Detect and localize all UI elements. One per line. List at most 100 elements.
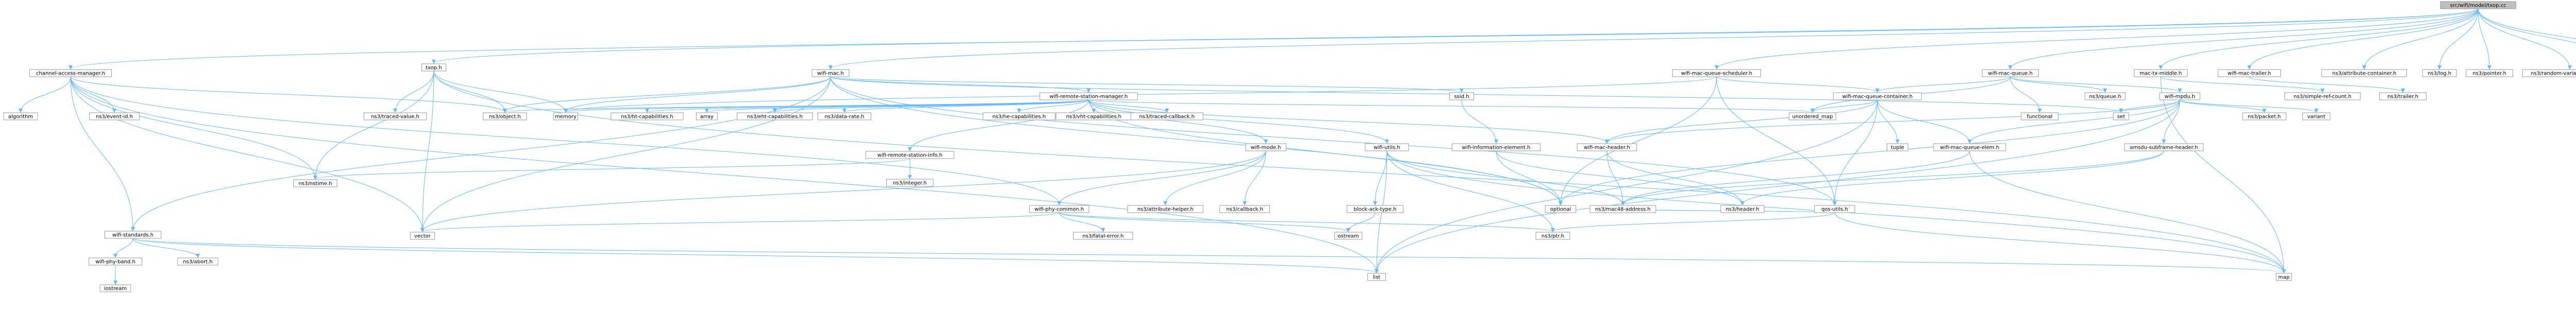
node-optional[interactable]: optional (1545, 205, 1577, 213)
node-log[interactable]: ns3/log.h (2422, 69, 2457, 77)
node-tcb[interactable]: ns3/traced-callback.h (1130, 112, 1204, 120)
node-box (1073, 232, 1133, 240)
node-trailer[interactable]: ns3/trailer.h (2379, 92, 2427, 100)
node-packet[interactable]: ns3/packet.h (2242, 112, 2286, 120)
edge-wmac-to-ssid (830, 76, 1464, 93)
edge-wrsm-to-wutils (1088, 99, 1389, 144)
node-label: ssid.h (1454, 94, 1469, 100)
edge-cam-to-wphyc (70, 76, 1061, 205)
node-tuple[interactable]: tuple (1887, 143, 1908, 151)
node-label: txop.h (426, 65, 442, 71)
edge-wmode-to-vector (420, 150, 1266, 232)
node-vhtcap[interactable]: ns3/vht-capabilities.h (1056, 112, 1132, 120)
node-memory[interactable]: memory (553, 112, 579, 120)
node-nsinteger[interactable]: ns3/integer.h (886, 179, 934, 187)
node-variant[interactable]: variant (2302, 112, 2331, 120)
edge-root-to-wmac (828, 8, 2479, 69)
node-wrsi[interactable]: wifi-remote-station-info.h (865, 151, 955, 159)
node-label: ns3/object.h (489, 114, 521, 120)
node-set[interactable]: set (2113, 112, 2129, 120)
node-wmqc[interactable]: wifi-mac-queue-container.h (1833, 92, 1922, 100)
edge-wphyc-to-ostream (1059, 212, 1350, 232)
node-src[interactable]: ns3/simple-ref-count.h (2284, 92, 2361, 100)
node-iostream[interactable]: iostream (99, 284, 131, 292)
node-evid[interactable]: ns3/event-id.h (89, 112, 140, 120)
node-box (1029, 205, 1090, 213)
node-tracedval[interactable]: ns3/traced-value.h (363, 112, 427, 120)
node-fatal[interactable]: ns3/fatal-error.h (1073, 232, 1133, 240)
edge-txoph-to-map (433, 71, 2286, 273)
node-nsptr[interactable]: ns3/ptr.h (1535, 232, 1570, 240)
node-wstd[interactable]: wifi-standards.h (104, 231, 162, 239)
edge-root-to-rvs (2478, 8, 2572, 69)
node-box (1981, 69, 2039, 77)
node-nsabort[interactable]: ns3/abort.h (177, 257, 218, 266)
node-hecap[interactable]: ns3/he-capabilities.h (982, 112, 1056, 120)
node-box (89, 257, 142, 266)
node-box (737, 112, 813, 120)
node-algo[interactable]: algorithm (3, 112, 38, 120)
node-label: wifi-mac-trailer.h (2228, 71, 2271, 77)
node-box (1367, 273, 1386, 281)
node-wie[interactable]: wifi-information-element.h (1451, 143, 1541, 151)
node-callback[interactable]: ns3/callback.h (1219, 205, 1270, 213)
node-object[interactable]: ns3/object.h (483, 112, 527, 120)
node-wpb[interactable]: wifi-phy-band.h (89, 257, 142, 266)
node-bat[interactable]: block-ack-type.h (1346, 205, 1404, 213)
node-datarate[interactable]: ns3/data-rate.h (818, 112, 871, 120)
node-rvs[interactable]: ns3/random-variable-stream.h (2522, 69, 2576, 77)
node-wmqe[interactable]: wifi-mac-queue-elem.h (1933, 143, 2006, 151)
node-mtxm[interactable]: mac-tx-middle.h (2134, 69, 2188, 77)
node-wmpdu[interactable]: wifi-mpdu.h (2159, 92, 2200, 100)
node-ptr[interactable]: ns3/pointer.h (2466, 69, 2513, 77)
node-box (99, 284, 131, 292)
node-wrsm[interactable]: wifi-remote-station-manager.h (1039, 92, 1138, 100)
node-label: tuple (1891, 145, 1904, 151)
node-ehtcap[interactable]: ns3/eht-capabilities.h (737, 112, 813, 120)
node-ssid[interactable]: ssid.h (1449, 92, 1475, 100)
node-box (1833, 92, 1922, 100)
node-wphyc[interactable]: wifi-phy-common.h (1029, 205, 1090, 213)
node-wmh[interactable]: wifi-mac-header.h (1577, 143, 1637, 151)
node-wutils[interactable]: wifi-utils.h (1365, 143, 1409, 151)
node-attrhelper[interactable]: ns3/attribute-helper.h (1127, 205, 1204, 213)
node-box (1451, 143, 1541, 151)
node-umap[interactable]: unordered_map (1789, 112, 1836, 120)
node-map[interactable]: map (2276, 273, 2292, 281)
edge-wmqc-to-list (1375, 99, 1878, 273)
node-ostream[interactable]: ostream (1334, 232, 1363, 240)
node-cam[interactable]: channel-access-manager.h (29, 69, 112, 77)
node-m48[interactable]: ns3/mac48-address.h (1589, 205, 1656, 213)
node-header[interactable]: ns3/header.h (1720, 205, 1765, 213)
node-label: ns3/trailer.h (2387, 94, 2418, 100)
node-wmqs[interactable]: wifi-mac-queue-scheduler.h (1672, 69, 1761, 77)
edge-wrsm-to-tcb (1088, 99, 1169, 113)
node-txoph[interactable]: txop.h (421, 63, 447, 72)
node-wmtrailer[interactable]: wifi-mac-trailer.h (2217, 69, 2281, 77)
edge-cam-to-wstd (70, 76, 135, 231)
edge-wmqs-to-optional (1558, 76, 1717, 205)
edge-wmpdu-to-list (1375, 99, 2180, 273)
node-wmode[interactable]: wifi-mode.h (1245, 143, 1286, 151)
node-queue[interactable]: ns3/queue.h (2084, 92, 2126, 100)
node-nstime[interactable]: ns3/nstime.h (293, 179, 337, 187)
node-wmac[interactable]: wifi-mac.h (811, 69, 850, 77)
node-box (1672, 69, 1761, 77)
node-attrc[interactable]: ns3/attribute-container.h (2321, 69, 2407, 77)
node-vector[interactable]: vector (410, 232, 435, 240)
edge-root-to-wmtrailer (2247, 8, 2479, 69)
node-box (3, 112, 38, 120)
node-box (1449, 92, 1475, 100)
node-qos[interactable]: qos-utils.h (1814, 205, 1855, 213)
node-wmq[interactable]: wifi-mac-queue.h (1981, 69, 2039, 77)
node-amsdu[interactable]: amsdu-subframe-header.h (2124, 143, 2204, 151)
node-label: ns3/eht-capabilities.h (747, 114, 803, 120)
node-label: wifi-utils.h (1374, 145, 1400, 151)
node-htcap[interactable]: ns3/ht-capabilities.h (611, 112, 684, 120)
node-array[interactable]: array (696, 112, 718, 120)
node-label: wifi-standards.h (112, 233, 154, 238)
node-label: wifi-information-element.h (1462, 145, 1531, 151)
node-box (1720, 205, 1765, 213)
node-list[interactable]: list (1367, 273, 1386, 281)
node-functional[interactable]: functional (2021, 112, 2059, 120)
